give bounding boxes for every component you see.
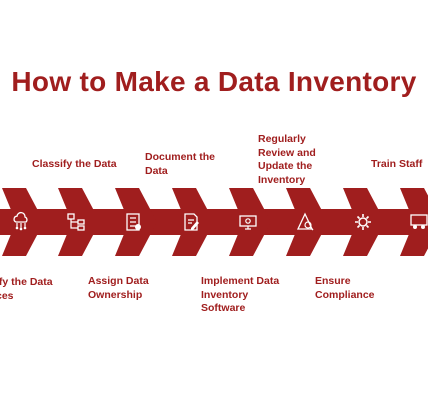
gear-icon — [352, 211, 374, 233]
chevron-step-4 — [172, 188, 214, 256]
chevron-step-7 — [343, 188, 385, 256]
step-label-7: Ensure Compliance — [315, 275, 375, 301]
cloud-network-icon — [10, 211, 32, 233]
document-checklist-icon — [122, 211, 144, 233]
training-icon — [408, 211, 428, 233]
step-label-3: Assign Data Ownership — [88, 275, 149, 301]
edit-document-icon — [180, 211, 202, 233]
step-label-1: ify the Data ces — [0, 276, 53, 302]
review-icon — [294, 211, 316, 233]
step-label-2: Classify the Data — [32, 158, 117, 170]
step-label-4: Document the Data — [145, 151, 216, 177]
step-label-8: Train Staff — [371, 158, 423, 170]
step-label-6: Regularly Review and Update the Inventor… — [258, 133, 316, 186]
chevron-step-8 — [400, 188, 428, 256]
monitor-settings-icon — [237, 211, 259, 233]
page-title: How to Make a Data Inventory — [11, 66, 417, 97]
step-label-5: Implement Data Inventory Software — [201, 275, 280, 314]
hierarchy-icon — [65, 211, 87, 233]
chevron-step-2 — [58, 188, 100, 256]
